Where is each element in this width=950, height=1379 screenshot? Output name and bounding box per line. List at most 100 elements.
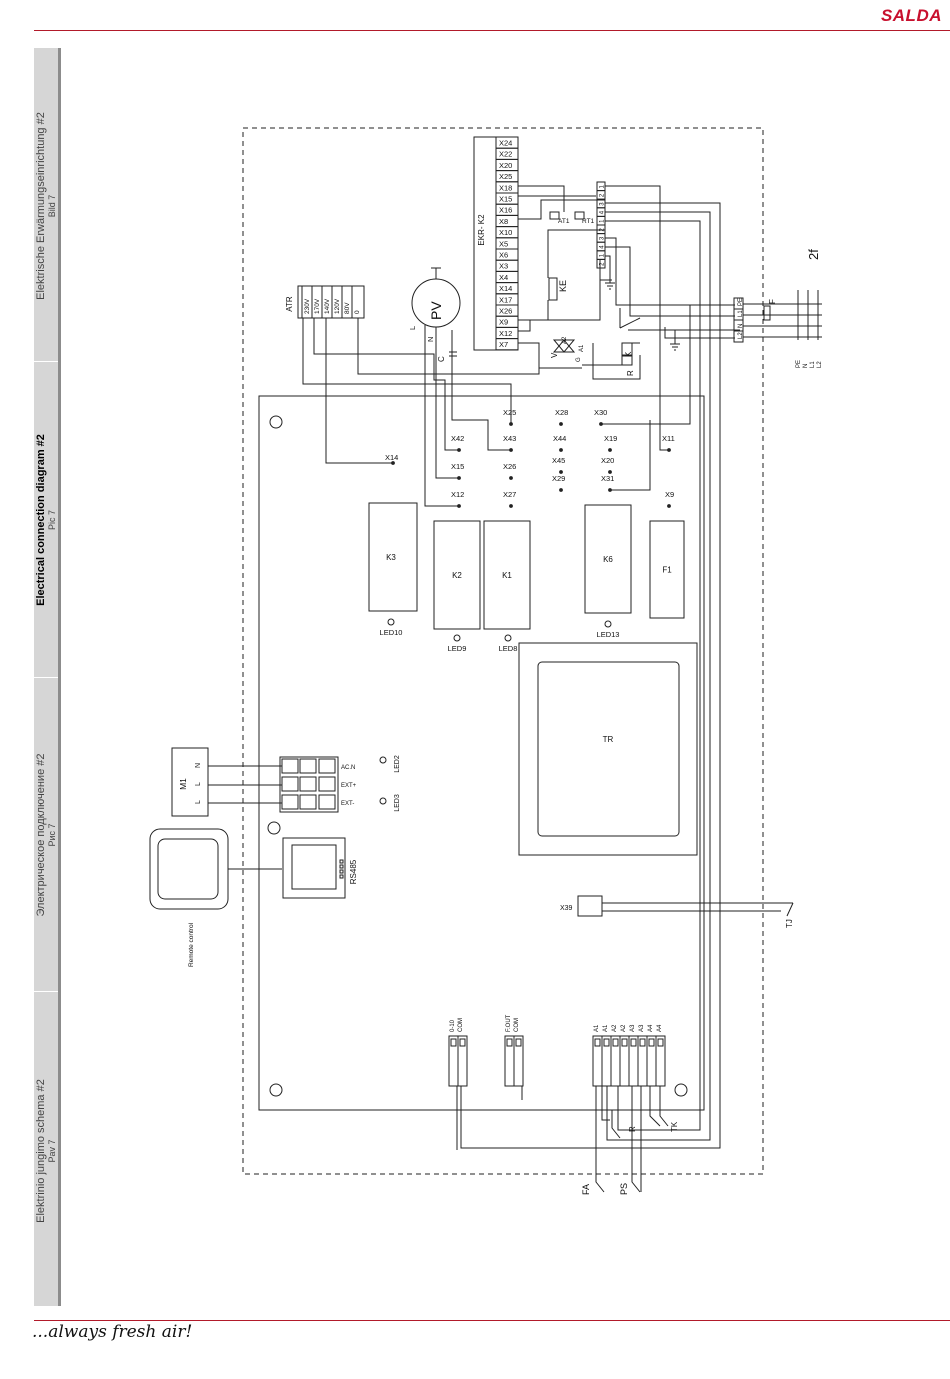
relay-block-label: 4: [600, 245, 606, 249]
at1-contact: [549, 211, 560, 220]
wire: [435, 327, 459, 479]
connector-latch: [506, 1038, 513, 1047]
atr-tap-label: 80V: [344, 302, 351, 314]
relay-block-label: 3: [600, 236, 606, 240]
connector-latch: [630, 1038, 637, 1047]
pv-label-hidden: PV: [443, 298, 444, 299]
board-terminal-point: [608, 448, 612, 452]
motor-label: M1: [178, 778, 188, 790]
motor-terminal-label: AC.N: [341, 765, 355, 771]
screw-terminal: [318, 794, 336, 810]
rs485-pin: [339, 874, 344, 879]
connector-a: [619, 1035, 630, 1087]
ekr-terminal-label: X3: [499, 262, 508, 271]
board-terminal-label: X11: [662, 434, 675, 443]
board-terminal-point: [608, 470, 612, 474]
ekr-terminal-label: X10: [499, 228, 512, 237]
motor-pin-label: N: [195, 763, 202, 768]
board-terminal-point: [608, 488, 612, 492]
supply-terminal-label: N: [738, 324, 744, 328]
ekr-terminal-label: X17: [499, 295, 512, 304]
motor-pin-label: L: [195, 782, 202, 786]
ekr-terminal-label: X6: [499, 251, 508, 260]
rt1-label: RT1: [582, 218, 595, 225]
connector-label: COM: [514, 1018, 520, 1032]
connector-a: [646, 1035, 657, 1087]
led-indicator: [604, 620, 612, 628]
board-terminal-point: [457, 504, 461, 508]
board-terminal-point: [509, 422, 513, 426]
wire: [313, 318, 459, 451]
fuse-label: F: [768, 299, 777, 304]
wire: [611, 1110, 621, 1139]
ekr-terminal-label: X18: [499, 183, 512, 192]
board-terminal-point: [457, 448, 461, 452]
transformer-label: TR: [603, 735, 614, 744]
atr-tap-label: 230V: [304, 298, 311, 314]
ekr-terminal-label: X7: [499, 340, 508, 349]
wire: [601, 1086, 610, 1121]
wire: [518, 199, 605, 220]
led-indicator: [379, 756, 387, 764]
board-terminal-label: X28: [555, 408, 568, 417]
wire: [518, 300, 549, 332]
triac-symbol: [552, 339, 576, 353]
supply-label: L2: [817, 361, 823, 368]
supply-terminal-label: PE: [738, 298, 744, 306]
board-terminal-point: [559, 422, 563, 426]
r-label: R: [628, 1126, 637, 1132]
board-terminal-label: X43: [503, 434, 516, 443]
connector-a: [592, 1035, 603, 1087]
led-indicator: [387, 618, 395, 626]
screw-terminal-block: [279, 756, 339, 813]
connector-label: A2: [612, 1024, 618, 1032]
ekr-terminal-label: X14: [499, 284, 512, 293]
mounting-hole: [267, 821, 281, 835]
relay-label: K2: [452, 571, 462, 580]
ekr-module-label: EKR- K2: [477, 214, 486, 246]
connector-latch: [648, 1038, 655, 1047]
led-indicator: [453, 634, 461, 642]
board-terminal-label: X20: [601, 456, 614, 465]
led-label: LED10: [380, 628, 403, 637]
board-terminal-label: X30: [594, 408, 607, 417]
connector-label: A4: [648, 1024, 654, 1032]
led-label: LED9: [448, 644, 467, 653]
pv-l-label: L: [408, 326, 417, 330]
screw-terminal: [299, 758, 317, 774]
connector-fout: [513, 1035, 524, 1087]
connector-label: COM: [458, 1018, 464, 1032]
ekr-terminal-label: X25: [499, 172, 512, 181]
triac-a2-label: A2: [562, 336, 568, 344]
led-indicator: [379, 797, 387, 805]
screw-terminal: [299, 776, 317, 792]
wire: [424, 325, 459, 507]
remote-label: Remote control: [188, 922, 195, 967]
led-label: LED13: [597, 630, 620, 639]
connector-a: [637, 1035, 648, 1087]
x39-connector: [577, 895, 603, 917]
ekr-terminal-label: X4: [499, 273, 508, 282]
connector-label: A4: [657, 1024, 663, 1032]
motor-m1: [171, 747, 209, 817]
fan-motor-pv: [411, 278, 461, 328]
ekr-terminal-label: X12: [499, 329, 512, 338]
supply-switch: [619, 317, 641, 329]
remote-control-frame: [149, 828, 229, 910]
relay-label: K6: [603, 555, 613, 564]
supply-terminal-label: L1: [738, 310, 744, 317]
tagline: ...always fresh air!: [32, 1322, 193, 1342]
remote-control-screen: [157, 838, 219, 900]
board-terminal-point: [391, 461, 395, 465]
ekr-terminal-label: X26: [499, 307, 512, 316]
connector-010: [457, 1035, 468, 1087]
fa-label: FA: [581, 1184, 591, 1195]
phase-label: 2f: [806, 249, 821, 260]
relay-box: [433, 520, 481, 630]
board-terminal-point: [667, 448, 671, 452]
wire: [664, 327, 735, 339]
supply-terminal: [733, 330, 744, 343]
board-terminal-label: X12: [451, 490, 464, 499]
supply-label: L1: [810, 361, 816, 368]
